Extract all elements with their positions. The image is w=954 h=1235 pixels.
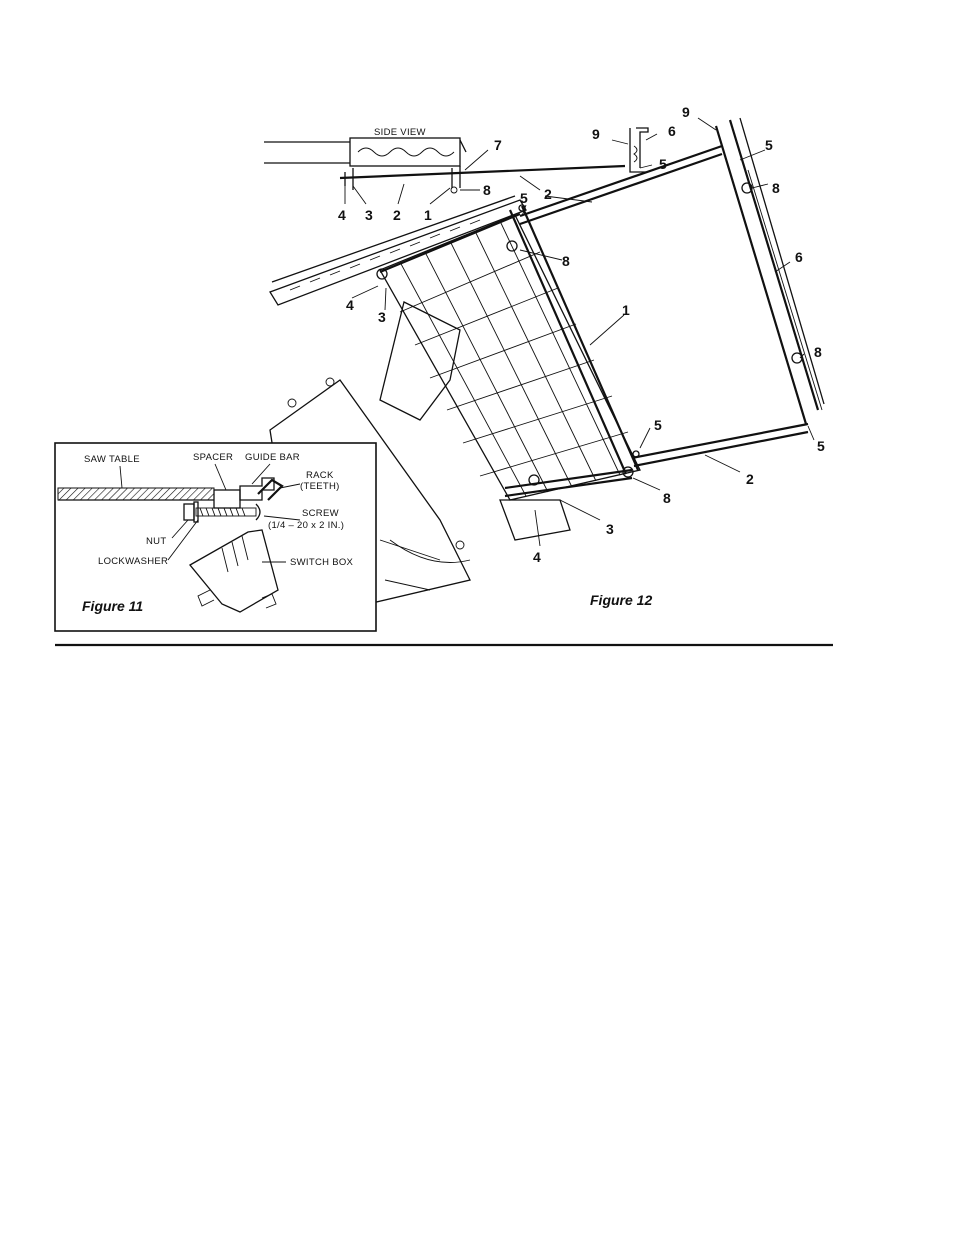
- label-rack-teeth: (TEETH): [300, 481, 340, 492]
- callout-top-2: 2: [544, 186, 552, 202]
- callout-end-5: 5: [659, 156, 667, 172]
- callout-low-5: 5: [654, 417, 662, 433]
- callout-top-5a: 5: [520, 190, 528, 206]
- label-guide-bar: GUIDE BAR: [245, 452, 300, 463]
- label-rack: RACK: [306, 470, 334, 481]
- callout-front-4: 4: [346, 297, 354, 313]
- callout-bar-1: 1: [622, 302, 630, 318]
- figure12-callouts: 4 3 2 1 8 7 2 5 9 6 5 9 5 8 6 8 5 8 4 3 …: [338, 104, 825, 565]
- callout-sv-8: 8: [483, 182, 491, 198]
- callout-low-4: 4: [533, 549, 541, 565]
- callout-end-6: 6: [668, 123, 676, 139]
- callout-rail-5: 5: [765, 137, 773, 153]
- callout-sv-2: 2: [393, 207, 401, 223]
- side-view-label: SIDE VIEW: [374, 127, 426, 138]
- callout-front-8: 8: [562, 253, 570, 269]
- figure11-inset: SAW TABLE SPACER GUIDE BAR RACK (TEETH) …: [55, 443, 376, 631]
- callout-rail-6: 6: [795, 249, 803, 265]
- label-screw-size: (1/4 – 20 x 2 IN.): [268, 520, 344, 531]
- callout-sv-3: 3: [365, 207, 373, 223]
- label-switch-box: SWITCH BOX: [290, 557, 354, 568]
- callout-rail-9: 9: [682, 104, 690, 120]
- callout-end-9: 9: [592, 126, 600, 142]
- figure11-caption: Figure 11: [82, 598, 143, 614]
- callout-sv-1: 1: [424, 207, 432, 223]
- callout-sv-7: 7: [494, 137, 502, 153]
- callout-rail-8b: 8: [814, 344, 822, 360]
- callout-low-2: 2: [746, 471, 754, 487]
- figure12-caption: Figure 12: [590, 592, 652, 608]
- callout-rail-8a: 8: [772, 180, 780, 196]
- callout-rail-5b: 5: [817, 438, 825, 454]
- callout-low-3: 3: [606, 521, 614, 537]
- label-saw-table: SAW TABLE: [84, 454, 140, 465]
- callout-low-8: 8: [663, 490, 671, 506]
- label-screw: SCREW: [302, 508, 339, 519]
- label-lockwasher: LOCKWASHER: [98, 556, 168, 567]
- callout-front-3: 3: [378, 309, 386, 325]
- label-nut: NUT: [146, 536, 166, 547]
- callout-sv-4: 4: [338, 207, 346, 223]
- label-spacer: SPACER: [193, 452, 233, 463]
